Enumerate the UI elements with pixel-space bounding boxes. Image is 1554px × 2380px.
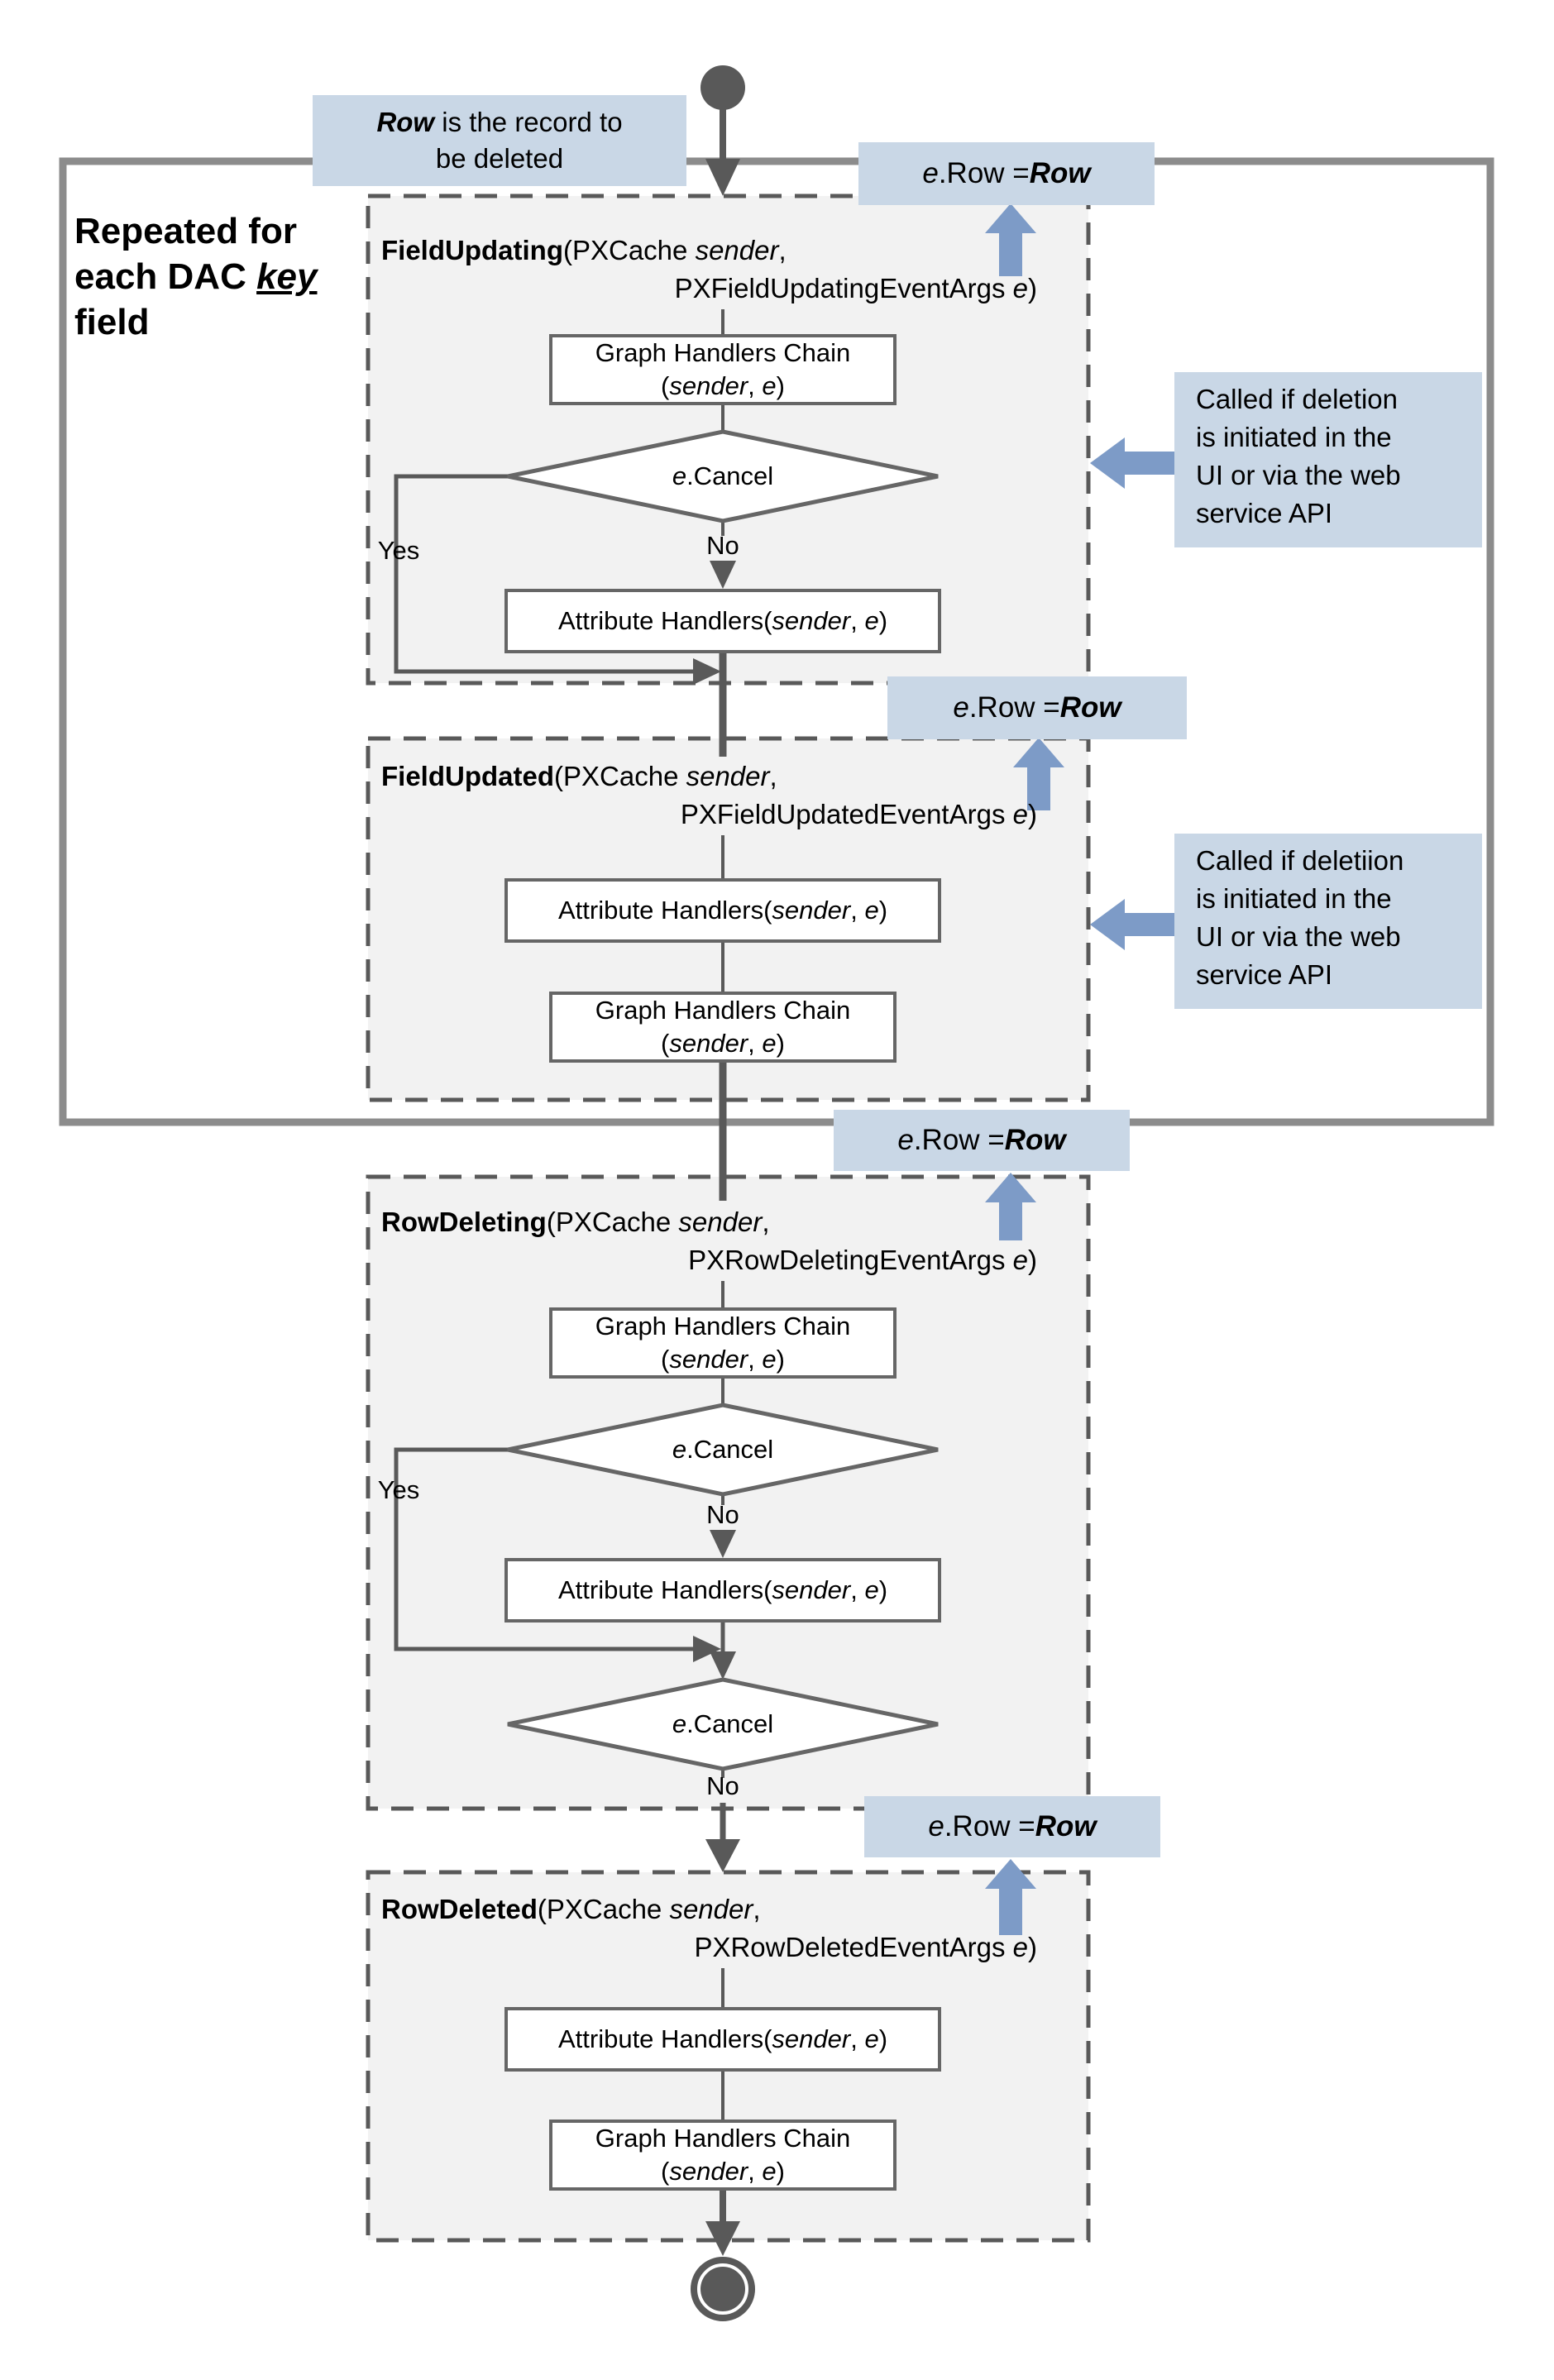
graph-handlers-chain-box-3: Graph Handlers Chain (sender, e)	[549, 1307, 897, 1379]
arrowhead-decision-2	[710, 1651, 736, 1680]
erow-arrow-3	[985, 1173, 1036, 1240]
graph-handlers-chain-box-4: Graph Handlers Chain (sender, e)	[549, 2120, 897, 2191]
attribute-handlers-box-3: Attribute Handlers(sender, e)	[504, 1558, 941, 1623]
arrowhead-yes-1	[693, 658, 721, 685]
end-node	[700, 2267, 745, 2311]
erow-note-1: e.Row = Row	[858, 142, 1155, 205]
arrowhead-no-3	[710, 1530, 736, 1558]
erow-arrow-4	[985, 1859, 1036, 1935]
callout-arrow-1	[1090, 437, 1178, 489]
fieldupdated-header-line2: PXFieldUpdatedEventArgs e)	[680, 799, 1037, 829]
erow-arrow-2	[1013, 738, 1064, 810]
arrowhead-end	[705, 2221, 740, 2256]
decision-label-1: e.Cancel	[672, 461, 774, 490]
decision-label-3: e.Cancel	[672, 1709, 774, 1738]
erow-note-4: e.Row = Row	[864, 1796, 1160, 1857]
arrowhead-start	[705, 159, 740, 196]
attribute-handlers-box-2: Attribute Handlers(sender, e)	[504, 878, 941, 943]
erow-note-2: e.Row = Row	[887, 676, 1187, 739]
start-note-line2: be deleted	[435, 143, 564, 174]
repeat-container-border	[59, 157, 1494, 1126]
graph-handlers-chain-box-1: Graph Handlers Chain (sender, e)	[549, 334, 897, 405]
rowdeleted-header-line1: RowDeleted(PXCache sender,	[381, 1894, 761, 1924]
fieldupdating-header-line1: FieldUpdating(PXCache sender,	[381, 235, 787, 265]
no-label-3: No	[706, 1771, 739, 1800]
decision-diamond-1	[507, 429, 939, 523]
rowdeleting-header-line1: RowDeleting(PXCache sender,	[381, 1207, 770, 1237]
no-label-2: No	[706, 1500, 739, 1529]
yes-label-1: Yes	[377, 536, 420, 565]
graph-handlers-chain-box-2: Graph Handlers Chain (sender, e)	[549, 992, 897, 1063]
yes-branch-3	[394, 1447, 703, 1651]
repeat-container-label: Repeated for each DAC key field	[74, 211, 318, 342]
start-node	[700, 65, 745, 110]
arrowhead-block4	[705, 1839, 740, 1872]
attribute-handlers-box-4: Attribute Handlers(sender, e)	[504, 2007, 941, 2072]
start-note: Row is the record to be deleted	[313, 95, 686, 186]
erow-note-3: e.Row = Row	[834, 1110, 1130, 1171]
start-note-line1: Row is the record to	[376, 107, 623, 137]
no-label-1: No	[706, 531, 739, 560]
yes-label-2: Yes	[377, 1475, 420, 1504]
erow-arrow-1	[985, 203, 1036, 276]
callout-deletion-2: Called if deletiion is initiated in the …	[1174, 834, 1482, 1009]
rowdeleting-header-line2: PXRowDeletingEventArgs e)	[688, 1245, 1037, 1275]
decision-label-2: e.Cancel	[672, 1435, 774, 1464]
callout-deletion-1: Called if deletion is initiated in the U…	[1174, 372, 1482, 547]
decision-diamond-3	[507, 1677, 939, 1771]
fieldupdating-header-line2: PXFieldUpdatingEventArgs e)	[674, 273, 1037, 303]
decision-diamond-2	[507, 1403, 939, 1497]
arrowhead-no-1	[710, 561, 736, 589]
fieldupdated-header-line1: FieldUpdated(PXCache sender,	[381, 761, 777, 791]
attribute-handlers-box-1: Attribute Handlers(sender, e)	[504, 589, 941, 653]
arrowhead-yes-3	[693, 1636, 721, 1662]
yes-branch-1	[394, 474, 703, 674]
callout-arrow-2	[1090, 899, 1178, 950]
rowdeleted-header-line2: PXRowDeletedEventArgs e)	[694, 1932, 1037, 1962]
